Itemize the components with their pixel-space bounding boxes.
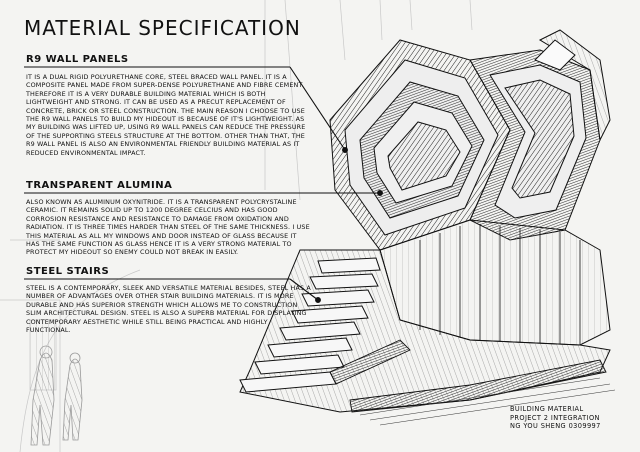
section-heading-steel-stairs: STEEL STAIRS bbox=[26, 266, 110, 277]
page-title: MATERIAL SPECIFICATION bbox=[24, 16, 301, 40]
section-body-transparent-alumina: Also known as aluminum oxynitride. It is… bbox=[26, 198, 310, 257]
project-credits: BUILDING MATERIAL PROJECT 2 INTEGRATION … bbox=[510, 405, 601, 431]
credit-line-author: NG YOU SHENG 0309997 bbox=[510, 422, 601, 431]
credit-line-project: PROJECT 2 INTEGRATION bbox=[510, 413, 600, 422]
section-body-steel-stairs: Steel is a contemporary, sleek and versa… bbox=[26, 284, 311, 335]
section-heading-r9-wall-panels: R9 WALL PANELS bbox=[26, 54, 129, 65]
section-body-r9-wall-panels: It is a dual rigid polyurethane core, st… bbox=[26, 73, 306, 157]
credit-line-building-material: BUILDING MATERIAL bbox=[510, 405, 584, 413]
section-heading-transparent-alumina: TRANSPARENT ALUMINA bbox=[26, 180, 173, 191]
